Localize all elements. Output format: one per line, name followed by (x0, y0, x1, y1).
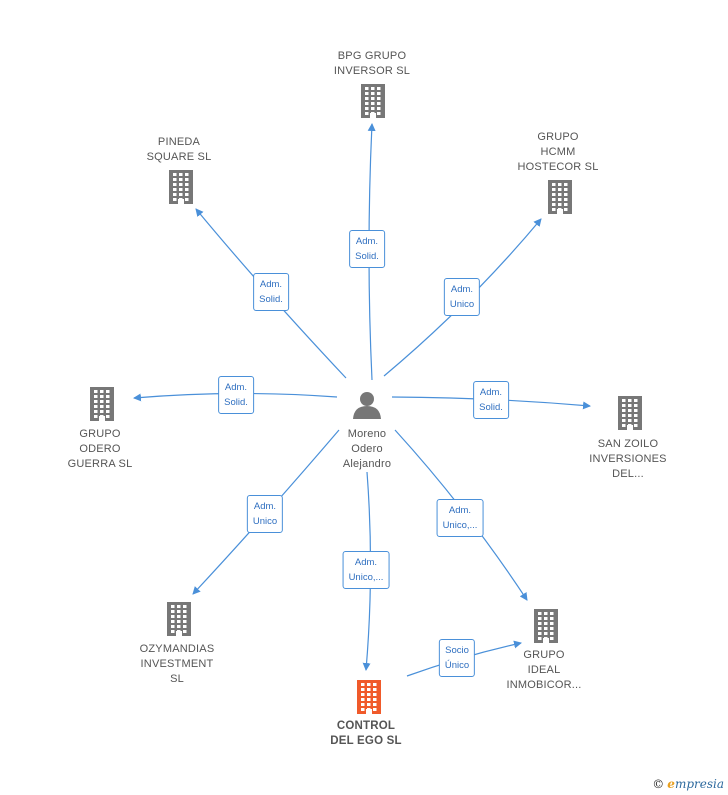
relation-label-zoilo-line: Adm. (479, 387, 503, 398)
relation-label-pineda-line: Adm. (259, 279, 283, 290)
building-icon-bpg[interactable] (361, 84, 385, 118)
company-label-zoilo-line: DEL... (612, 468, 644, 480)
company-label-hcmm-line: GRUPO (537, 131, 579, 143)
relation-label-odero-line: Solid. (224, 397, 248, 408)
relation-label-ozy-line: Adm. (253, 501, 277, 512)
relation-label-zoilo-line: Solid. (479, 402, 503, 413)
company-label-hcmm[interactable]: GRUPO HCMM HOSTECOR SL (517, 130, 598, 175)
company-label-ozy-line: INVESTMENT (140, 658, 214, 670)
company-label-bpg-line: BPG GRUPO (337, 50, 407, 62)
company-label-control[interactable]: CONTROL DEL EGO SL (330, 719, 401, 749)
relation-label-hcmm: Adm. Unico (443, 278, 481, 316)
company-label-ozy-line: SL (170, 673, 184, 685)
company-label-zoilo-line: SAN ZOILO (597, 438, 659, 450)
company-label-odero-line: GUERRA SL (67, 458, 133, 470)
relation-label-ideal-line: Adm. (448, 505, 472, 516)
building-icon-zoilo[interactable] (618, 396, 642, 430)
copyright-icon: © (652, 777, 665, 791)
company-label-ideal[interactable]: GRUPO IDEAL INMOBICOR... (506, 648, 581, 693)
relation-label-ideal-line: Unico,... (442, 520, 478, 531)
company-label-ideal-line: INMOBICOR... (506, 679, 582, 691)
company-label-pineda-line: SQUARE SL (146, 151, 212, 163)
empresia-logo: ©empresia (652, 777, 724, 791)
relation-label-pineda-line: Solid. (259, 294, 283, 305)
relation-label-hcmm-line: Unico (449, 299, 475, 310)
company-label-ideal-line: IDEAL (527, 664, 561, 676)
company-label-control-line: DEL EGO SL (330, 735, 402, 747)
relation-label-ozy: Adm. Unico (246, 495, 284, 533)
company-label-odero-line: ODERO (79, 443, 121, 455)
relation-label-bpg: Adm. Solid. (349, 230, 385, 268)
company-label-bpg[interactable]: BPG GRUPO INVERSOR SL (334, 49, 410, 79)
company-label-zoilo[interactable]: SAN ZOILO INVERSIONES DEL... (589, 437, 666, 482)
company-label-odero[interactable]: GRUPO ODERO GUERRA SL (68, 427, 133, 472)
person-icon[interactable] (353, 392, 381, 419)
company-label-hcmm-line: HOSTECOR SL (517, 161, 599, 173)
relation-label-zoilo: Adm. Solid. (473, 381, 509, 419)
relation-label-bpg-line: Adm. (355, 236, 379, 247)
company-label-pineda[interactable]: PINEDA SQUARE SL (147, 135, 212, 165)
company-label-ozy[interactable]: OZYMANDIAS INVESTMENT SL (140, 642, 215, 687)
building-icon-ozy[interactable] (167, 602, 191, 636)
company-label-zoilo-line: INVERSIONES (589, 453, 667, 465)
relation-label-socio-line: Socio (445, 645, 469, 656)
person-label-line: Alejandro (342, 458, 392, 470)
company-label-control-line: CONTROL (336, 720, 396, 732)
building-icon-control[interactable] (357, 680, 381, 714)
building-icon-odero[interactable] (90, 387, 114, 421)
person-label-line: Moreno (347, 428, 387, 440)
relation-label-pineda: Adm. Solid. (253, 273, 289, 311)
relation-label-control-line: Adm. (354, 557, 378, 568)
company-label-bpg-line: INVERSOR SL (333, 65, 411, 77)
relation-label-hcmm-line: Adm. (450, 284, 474, 295)
company-label-odero-line: GRUPO (79, 428, 121, 440)
relation-label-odero-line: Adm. (224, 382, 248, 393)
company-label-pineda-line: PINEDA (157, 136, 201, 148)
relation-label-bpg-line: Solid. (355, 251, 379, 262)
company-label-ozy-line: OZYMANDIAS (139, 643, 215, 655)
relation-label-control-line: Unico,... (348, 572, 384, 583)
company-label-ideal-line: GRUPO (523, 649, 565, 661)
building-icon-ideal[interactable] (534, 609, 558, 643)
relation-label-socio-line: Único (444, 660, 470, 671)
relation-label-control: Adm. Unico,... (342, 551, 390, 589)
relation-label-ozy-line: Unico (252, 516, 278, 527)
relation-label-odero: Adm. Solid. (218, 376, 254, 414)
relation-label-ideal: Adm. Unico,... (436, 499, 484, 537)
company-label-hcmm-line: HCMM (540, 146, 576, 158)
building-icon-pineda[interactable] (169, 170, 193, 204)
building-icon-hcmm[interactable] (548, 180, 572, 214)
person-label-line: Odero (351, 443, 383, 455)
